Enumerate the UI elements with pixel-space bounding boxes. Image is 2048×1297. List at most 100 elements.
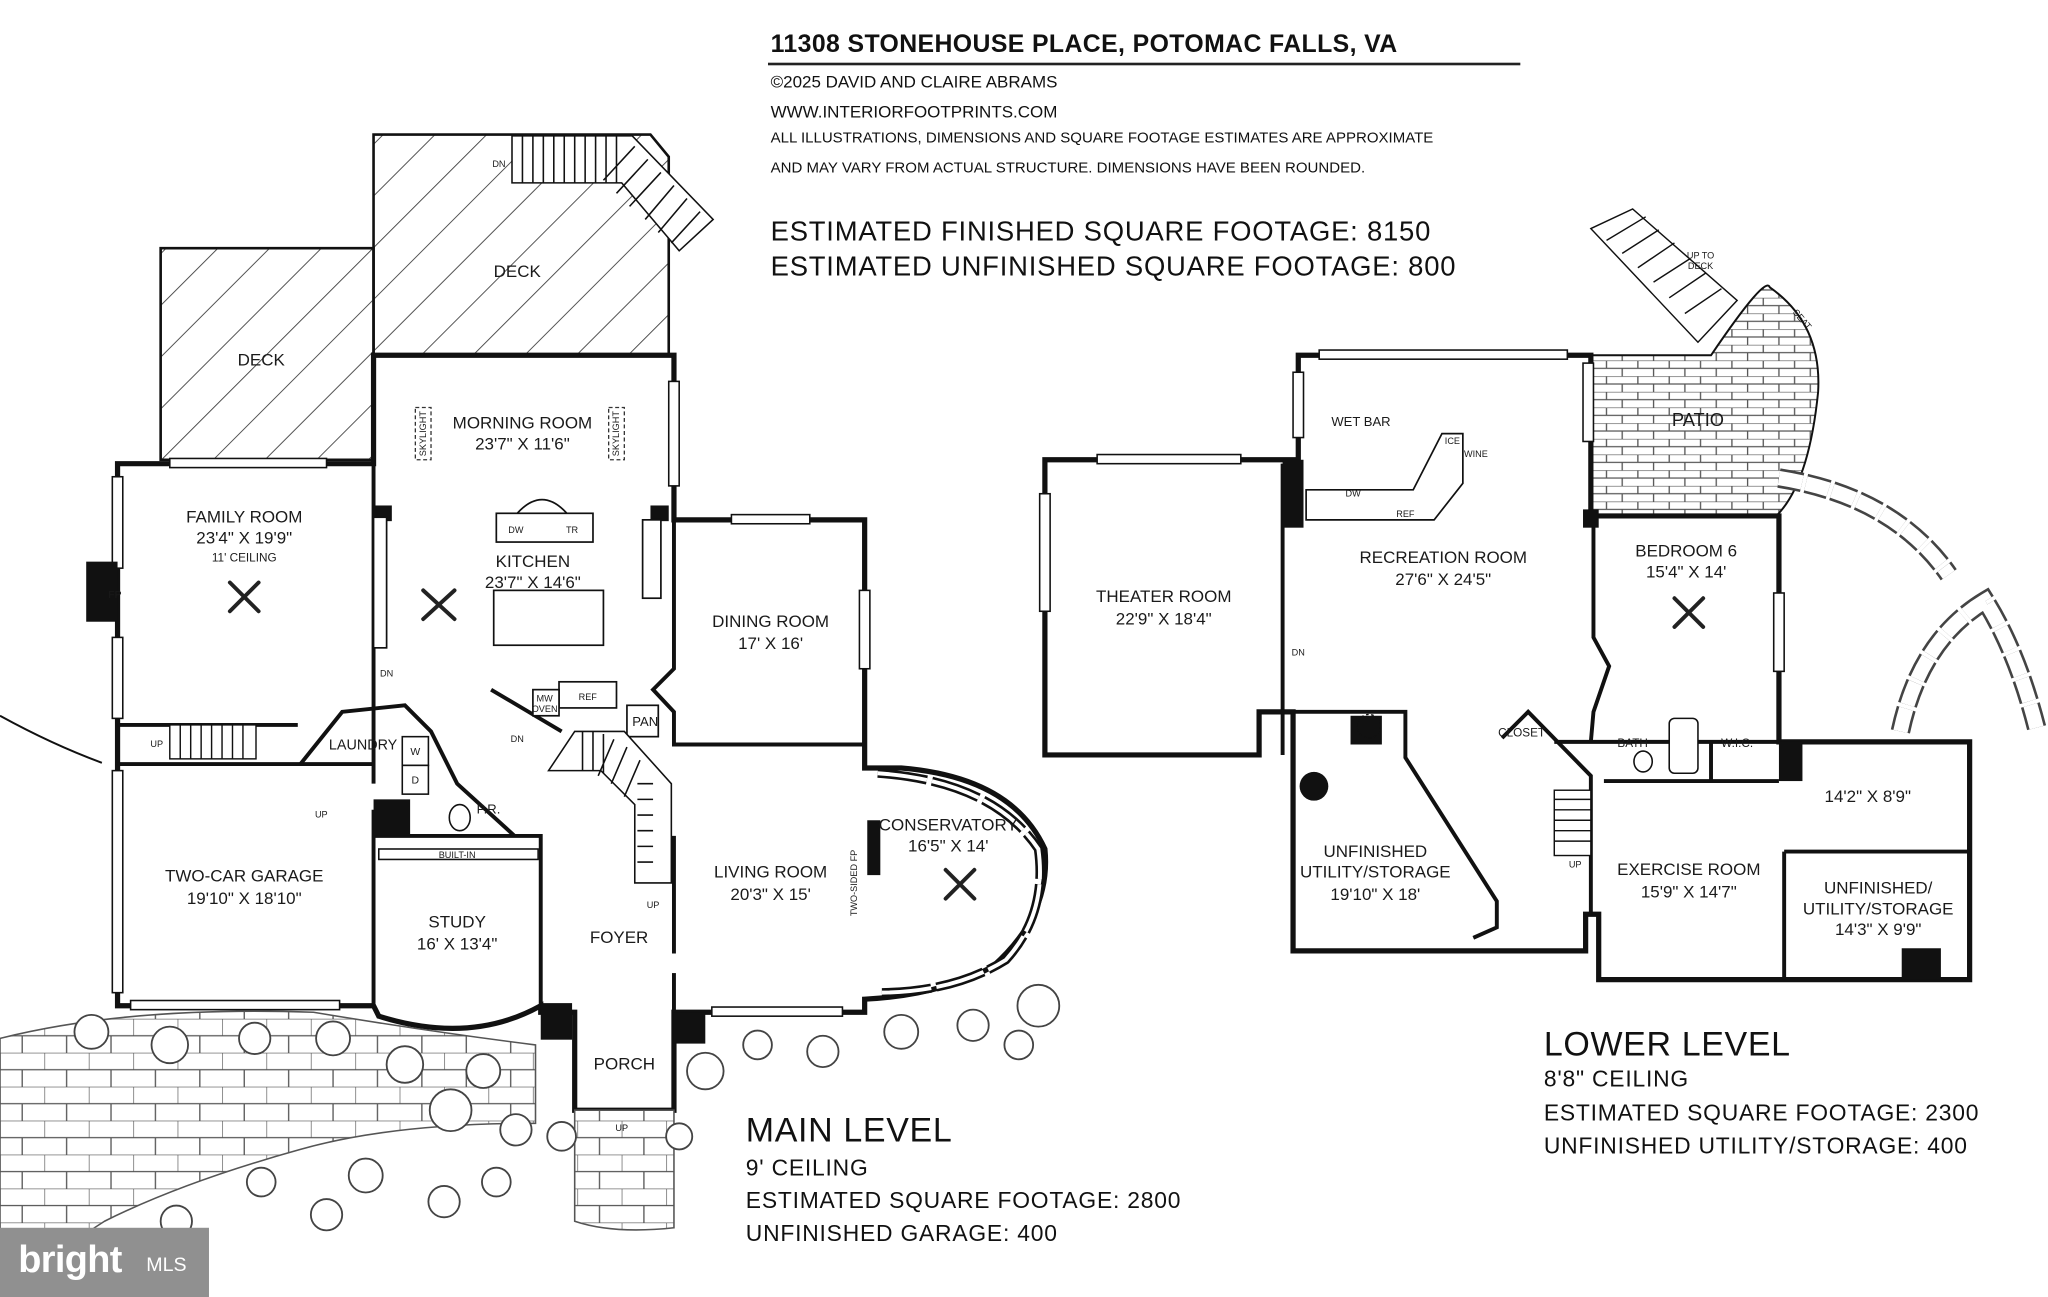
porch-label: PORCH — [594, 1055, 655, 1074]
exercise-room-dim: 15'9" X 14'7" — [1641, 882, 1737, 901]
address-title: 11308 STONEHOUSE PLACE, POTOMAC FALLS, V… — [770, 31, 1398, 59]
two-sided-fp-label: TWO-SIDED FP — [849, 850, 859, 916]
kitchen-fixtures — [372, 498, 662, 738]
patio-label: PATIO — [1672, 409, 1724, 430]
mw-label: MW — [537, 693, 554, 703]
family-room-ceiling: 11' CEILING — [212, 552, 277, 565]
recreation-room-name: RECREATION ROOM — [1360, 548, 1527, 567]
dryer-label: D — [412, 776, 420, 787]
main-level-title: MAIN LEVEL — [745, 1110, 953, 1150]
bar-dw-label: DW — [1346, 488, 1362, 498]
up-label-family: UP — [150, 739, 163, 749]
main-staircase — [547, 730, 673, 884]
unfinished2-name-2: UTILITY/STORAGE — [1803, 899, 1954, 918]
deck-left-label: DECK — [238, 351, 286, 370]
kitchen-island — [492, 589, 605, 647]
laundry-label: LAUNDRY — [329, 738, 398, 754]
wic-label: W.I.C. — [1721, 737, 1753, 750]
landscaping — [0, 983, 1061, 1297]
main-level-plan — [0, 133, 1061, 1297]
kitchen-sink-counter — [495, 512, 594, 543]
pr-label: P.R. — [477, 802, 501, 817]
ice-label: ICE — [1445, 436, 1460, 446]
ref-label: REF — [579, 692, 598, 702]
theater-room-name: THEATER ROOM — [1096, 587, 1231, 606]
lower-level-ceiling: 8'8" CEILING — [1543, 1065, 1689, 1092]
lower-level-walls — [1042, 352, 1973, 983]
unfinished-dim: 19'10" X 18' — [1330, 885, 1420, 904]
lower-level-plan — [1038, 208, 2048, 983]
built-in-label: BUILT-IN — [439, 850, 476, 860]
study-built-in — [377, 848, 539, 861]
small-room-dim: 14'2" X 8'9" — [1825, 787, 1911, 806]
up-to-deck-label-1: UP TO — [1687, 251, 1714, 261]
family-room-name: FAMILY ROOM — [186, 507, 302, 526]
up-label-lower: UP — [1569, 859, 1582, 869]
dn-label-deck: DN — [492, 159, 505, 169]
utility-equipment — [1299, 771, 1329, 801]
wet-bar-counter — [1305, 432, 1464, 521]
dn-label-lower: DN — [1292, 648, 1305, 658]
lower-level-columns — [1282, 459, 1941, 980]
walkway-pavers-upper — [1777, 468, 1957, 581]
bedroom-name: BEDROOM 6 — [1635, 541, 1737, 560]
deck-stairs — [511, 135, 715, 252]
disclaimer-line-2: AND MAY VARY FROM ACTUAL STRUCTURE. DIME… — [770, 160, 1366, 177]
oven-label: OVEN — [532, 704, 558, 714]
dining-room-name: DINING ROOM — [712, 612, 829, 631]
kitchen-dim: 23'7" X 14'6" — [485, 573, 581, 592]
main-level-labels: DECK DECK MORNING ROOM 23'7" X 11'6" FAM… — [108, 159, 1017, 1133]
morning-room-name: MORNING ROOM — [453, 413, 593, 432]
copyright-line: ©2025 DAVID AND CLAIRE ABRAMS — [770, 71, 1058, 92]
unfinished2-name-1: UNFINISHED/ — [1824, 878, 1933, 897]
theater-room-dim: 22'9" X 18'4" — [1116, 609, 1212, 628]
logo-text: bright — [18, 1239, 122, 1282]
logo-suffix: MLS — [146, 1253, 187, 1277]
family-room-dim: 23'4" X 19'9" — [196, 528, 292, 547]
washer-label: W — [410, 747, 420, 758]
deck-upper-label: DECK — [494, 262, 542, 281]
ceiling-fan-icons — [227, 580, 977, 901]
wet-bar-label: WET BAR — [1331, 414, 1390, 429]
main-level-columns — [86, 505, 881, 1044]
unfinished-sqft: ESTIMATED UNFINISHED SQUARE FOOTAGE: 800 — [770, 252, 1457, 283]
up-label-garage: UP — [315, 810, 328, 820]
up-label-porch: UP — [615, 1123, 628, 1133]
garage-dim: 19'10" X 18'10" — [187, 889, 302, 908]
tr-label: TR — [566, 525, 579, 535]
main-level-garage: UNFINISHED GARAGE: 400 — [745, 1219, 1058, 1247]
main-level-sqft: ESTIMATED SQUARE FOOTAGE: 2800 — [745, 1187, 1182, 1214]
recreation-room-dim: 27'6" X 24'5" — [1395, 570, 1491, 589]
ceiling-fan-icon-bedroom — [1672, 596, 1706, 629]
exercise-room-name: EXERCISE ROOM — [1617, 860, 1760, 879]
living-room-dim: 20'3" X 15' — [730, 885, 810, 904]
dn-label-stairs: DN — [511, 734, 524, 744]
up-to-deck-label-2: DECK — [1688, 261, 1713, 271]
dining-room-dim: 17' X 16' — [738, 634, 803, 653]
finished-sqft: ESTIMATED FINISHED SQUARE FOOTAGE: 8150 — [770, 216, 1432, 247]
conservatory-name: CONSERVATORY — [879, 816, 1018, 835]
living-room-name: LIVING ROOM — [714, 863, 827, 882]
fp-label: FP — [108, 590, 121, 601]
study-name: STUDY — [428, 912, 486, 931]
disclaimer-line-1: ALL ILLUSTRATIONS, DIMENSIONS AND SQUARE… — [770, 130, 1434, 147]
main-level-ceiling: 9' CEILING — [745, 1154, 869, 1181]
lower-level-title: LOWER LEVEL — [1543, 1024, 1791, 1064]
patio-stairs — [1589, 208, 1739, 344]
garage-name: TWO-CAR GARAGE — [165, 867, 323, 886]
unfinished2-dim: 14'3" X 9'9" — [1835, 920, 1921, 939]
pan-label: PAN — [632, 714, 658, 729]
lower-level-labels: THEATER ROOM 22'9" X 18'4" WET BAR RECRE… — [1096, 251, 1953, 940]
skylights — [414, 406, 625, 461]
wine-label: WINE — [1464, 449, 1488, 459]
foyer-label: FOYER — [590, 928, 648, 947]
up-label-stairs: UP — [647, 900, 660, 910]
morning-room-dim: 23'7" X 11'6" — [475, 434, 570, 453]
lower-level-storage: UNFINISHED UTILITY/STORAGE: 400 — [1543, 1132, 1968, 1159]
family-room-stairs — [169, 724, 257, 760]
unfinished-name-2: UTILITY/STORAGE — [1300, 863, 1451, 882]
laundry-machines — [401, 735, 430, 795]
skylight-label-left: SKYLIGHT — [418, 411, 428, 457]
